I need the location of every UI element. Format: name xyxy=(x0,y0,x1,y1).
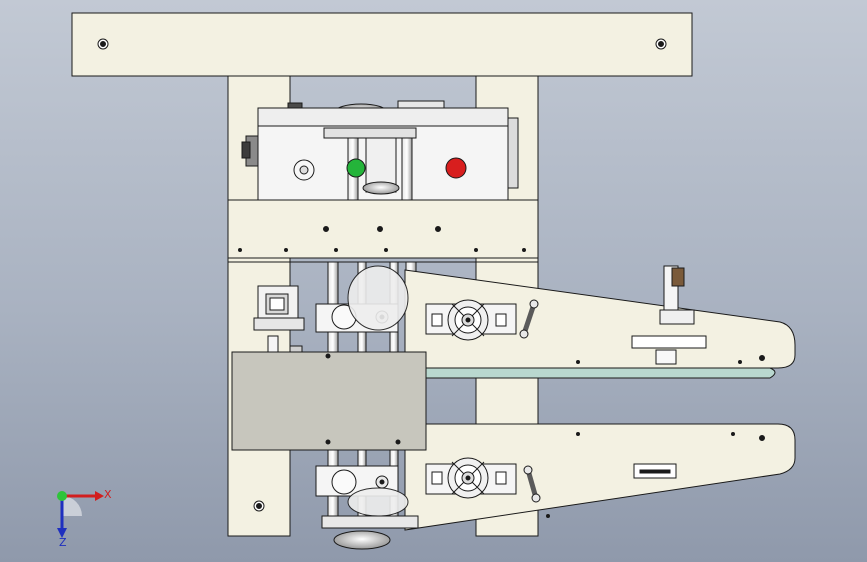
bolt xyxy=(377,226,383,232)
mount-hole xyxy=(100,41,106,47)
sensor-mount xyxy=(253,317,305,331)
bolt xyxy=(238,248,242,252)
adjust-lever[interactable] xyxy=(525,469,539,499)
bottom-roller xyxy=(333,530,391,550)
mount-plate xyxy=(231,351,427,451)
bottom-bracket xyxy=(321,515,419,529)
drive-wheel xyxy=(347,487,409,517)
cable-gland xyxy=(241,141,251,159)
center-shaft-base xyxy=(362,181,400,195)
drive-wheel xyxy=(347,265,409,331)
bolt xyxy=(384,248,388,252)
upper-block-slot xyxy=(495,313,507,327)
upper-arm-belt xyxy=(419,367,776,379)
bolt xyxy=(759,355,765,361)
control-box-side xyxy=(507,117,519,189)
lower-conveyor-arm xyxy=(404,423,796,531)
bolt xyxy=(435,226,441,232)
guide-rod xyxy=(401,137,413,201)
x-axis-label: X xyxy=(104,488,112,501)
sensor-knob[interactable] xyxy=(671,267,685,287)
inner-bracket xyxy=(323,127,417,139)
bolt xyxy=(522,248,526,252)
coordinate-axis-icon: X Z xyxy=(57,488,112,548)
upper-guide-clip xyxy=(655,349,677,365)
z-axis-label: Z xyxy=(59,536,67,548)
upper-block-slot xyxy=(431,313,443,327)
adjust-lever[interactable] xyxy=(521,303,537,335)
frame-top-beam xyxy=(71,12,693,77)
bolt xyxy=(284,248,288,252)
control-box-lid xyxy=(257,107,509,127)
sensor-bracket-base xyxy=(659,309,695,325)
start-button-icon[interactable] xyxy=(346,158,366,178)
stop-button-icon[interactable] xyxy=(445,157,467,179)
indicator-light-inner xyxy=(299,165,309,175)
bolt xyxy=(474,248,478,252)
upper-guide-slot xyxy=(631,335,707,349)
mount-hole xyxy=(256,503,262,509)
lower-arm-roller xyxy=(331,469,357,495)
bolt xyxy=(759,435,765,441)
mount-hole xyxy=(658,41,664,47)
bolt xyxy=(334,248,338,252)
bolt xyxy=(323,226,329,232)
